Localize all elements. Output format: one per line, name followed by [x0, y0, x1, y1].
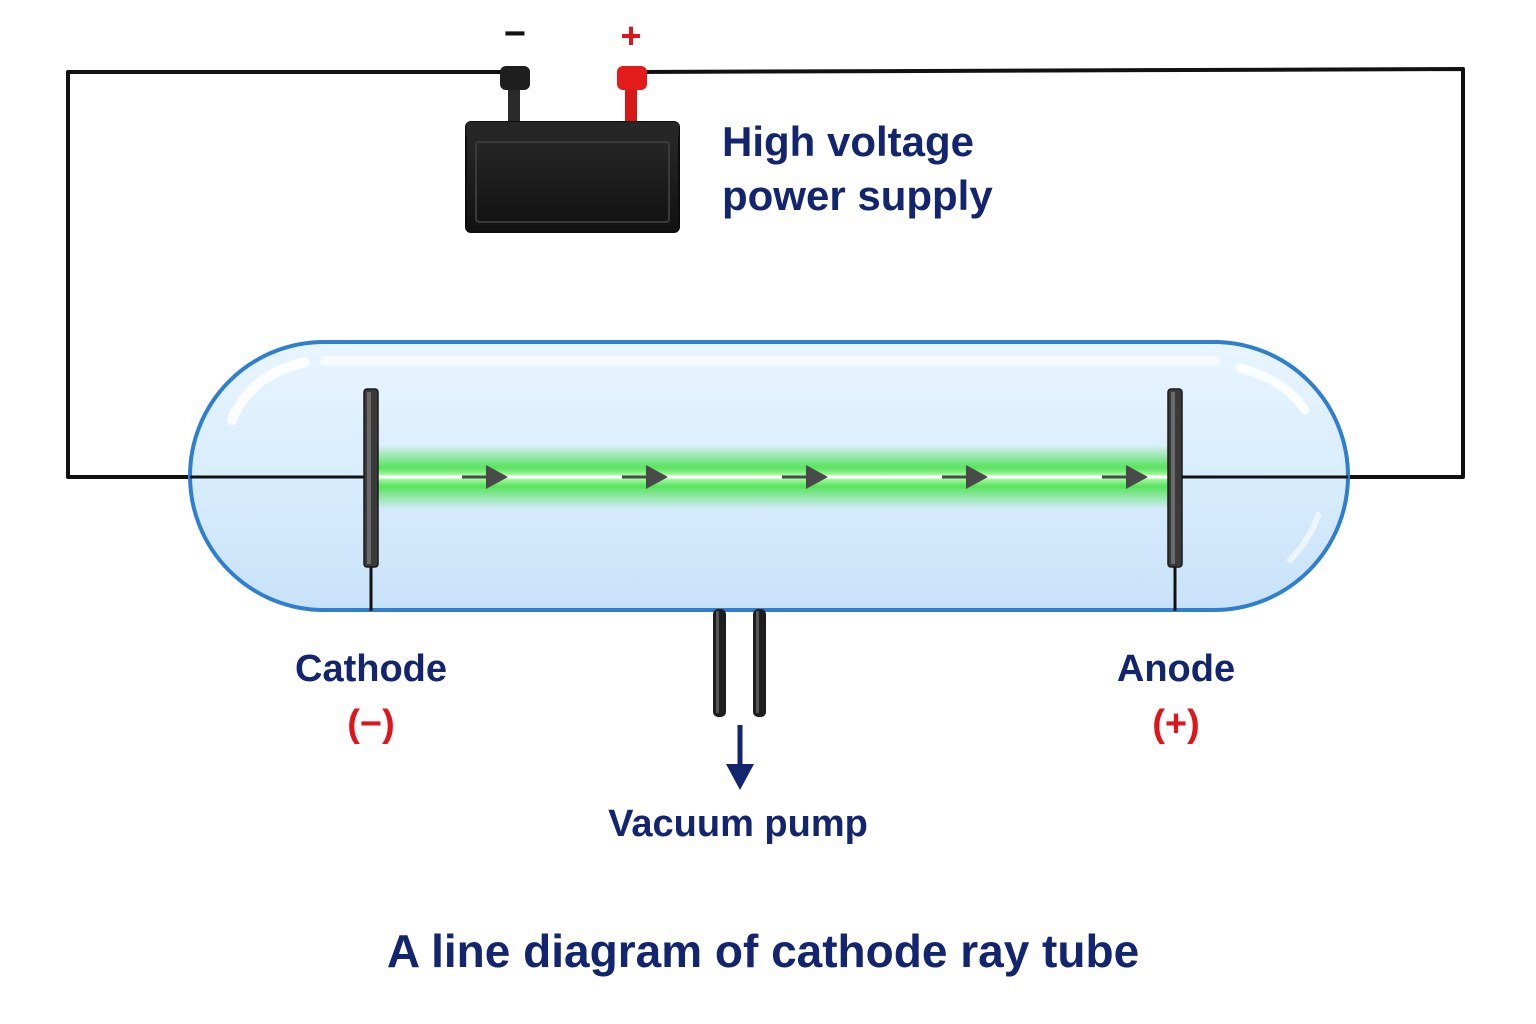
- arrow-right-icon: [462, 465, 508, 489]
- arrow-right-icon: [782, 465, 828, 489]
- anode-label: Anode: [1117, 648, 1235, 690]
- arrow-right-icon: [622, 465, 668, 489]
- vacuum-outlet: [713, 609, 766, 717]
- cathode-sign: (−): [347, 703, 395, 745]
- power-supply-label-line2: power supply: [722, 172, 993, 219]
- diagram-caption: A line diagram of cathode ray tube: [387, 925, 1139, 977]
- beam-arrows: [462, 465, 1148, 489]
- anode-plate: [1167, 388, 1183, 611]
- positive-terminal-sign: +: [620, 15, 641, 56]
- power-supply-label-line1: High voltage: [722, 118, 974, 165]
- vacuum-pump-label: Vacuum pump: [608, 803, 868, 845]
- arrow-right-icon: [942, 465, 988, 489]
- arrow-down-icon: [726, 725, 754, 790]
- cathode-label: Cathode: [295, 648, 447, 690]
- anode-sign: (+): [1152, 703, 1200, 745]
- battery-icon: [465, 66, 680, 233]
- arrow-right-icon: [1102, 465, 1148, 489]
- negative-terminal-sign: −: [504, 13, 526, 55]
- cathode-plate: [363, 388, 379, 611]
